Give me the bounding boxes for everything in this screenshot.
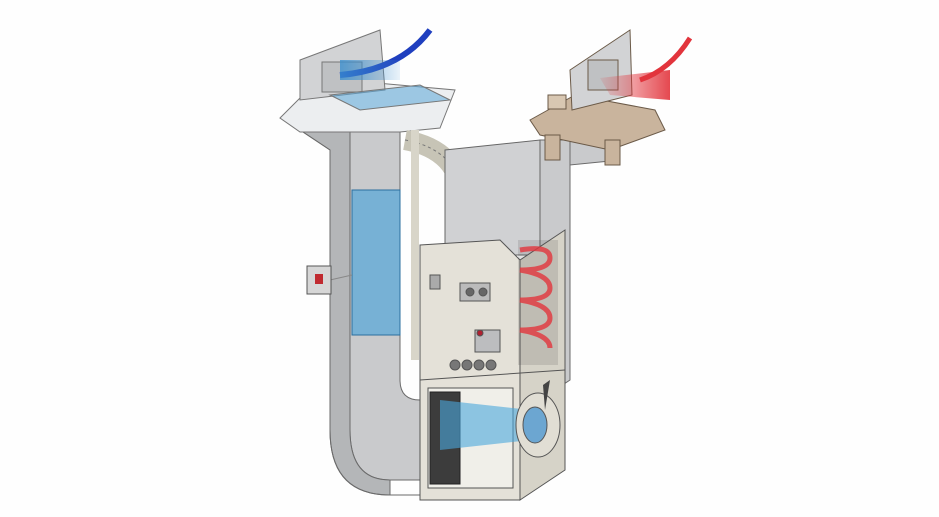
supply-register-platform <box>529 29 693 166</box>
thermostat-icon <box>306 265 353 295</box>
return-air-filter <box>351 189 401 336</box>
return-register-platform <box>279 28 456 133</box>
burner-assembly <box>429 274 501 371</box>
blower-fan <box>440 380 561 458</box>
heat-exchanger-coils <box>518 240 558 365</box>
furnace-upper-cabinet <box>444 139 541 256</box>
